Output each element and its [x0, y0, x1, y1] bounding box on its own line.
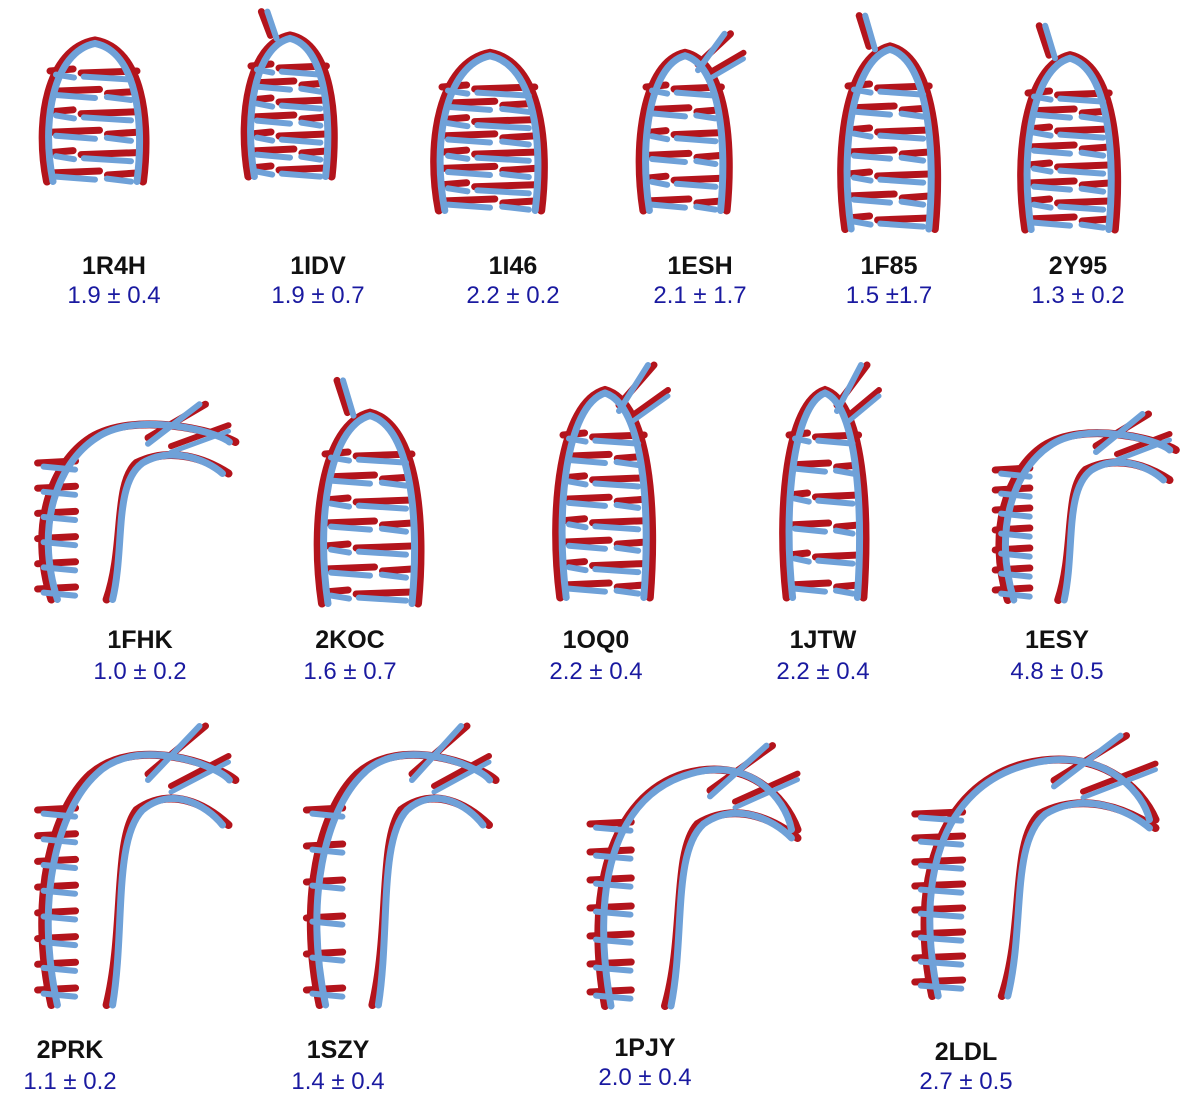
rna-hairpin-3d-model: [765, 360, 885, 610]
rna-hairpin-3d-model: [280, 720, 500, 1020]
model-structure-blue: [312, 726, 489, 1005]
pdb-id-label: 2PRK: [0, 1036, 170, 1064]
pdb-id-label: 1ESY: [957, 626, 1157, 654]
rmsd-value-label: 2.2 ± 0.4: [486, 658, 706, 686]
rmsd-value-label: 1.9 ± 0.7: [208, 282, 428, 310]
rmsd-value-label: 4.8 ± 0.5: [947, 658, 1167, 686]
rmsd-value-label: 1.5 ±1.7: [779, 282, 999, 310]
rmsd-value-label: 1.9 ± 0.4: [4, 282, 224, 310]
rmsd-value-label: 2.1 ± 1.7: [590, 282, 810, 310]
rna-hairpin-3d-model: [820, 20, 960, 240]
rmsd-value-label: 1.0 ± 0.2: [30, 658, 250, 686]
pdb-id-label: 1SZY: [238, 1036, 438, 1064]
rna-hairpin-3d-model: [410, 30, 570, 220]
pdb-id-label: 1FHK: [40, 626, 240, 654]
pdb-id-label: 1IDV: [218, 252, 418, 280]
rmsd-value-label: 1.6 ± 0.7: [240, 658, 460, 686]
rna-hairpin-3d-model: [10, 400, 240, 610]
rna-hairpin-3d-model: [295, 385, 445, 615]
pdb-id-label: 1R4H: [14, 252, 214, 280]
rmsd-value-label: 1.1 ± 0.2: [0, 1068, 180, 1096]
pdb-id-label: 1PJY: [545, 1034, 745, 1062]
pdb-id-label: 1JTW: [723, 626, 923, 654]
rmsd-value-label: 2.0 ± 0.4: [535, 1064, 755, 1092]
rna-hairpin-3d-model: [620, 30, 750, 220]
pdb-id-label: 1F85: [789, 252, 989, 280]
rna-hairpin-3d-model: [880, 730, 1170, 1010]
rmsd-value-label: 2.7 ± 0.5: [856, 1068, 1076, 1096]
pdb-id-label: 1I46: [413, 252, 613, 280]
model-structure-blue: [44, 404, 230, 599]
pdb-id-label: 2KOC: [250, 626, 450, 654]
rna-hairpin-3d-model: [970, 410, 1180, 610]
pdb-id-label: 1OQ0: [496, 626, 696, 654]
pdb-id-label: 2LDL: [866, 1038, 1066, 1066]
rna-hairpin-3d-model: [560, 740, 810, 1020]
rmsd-value-label: 1.3 ± 0.2: [968, 282, 1186, 310]
rna-hairpin-3d-model: [535, 360, 675, 610]
rna-hairpin-3d-model: [20, 20, 170, 190]
pdb-id-label: 1ESH: [600, 252, 800, 280]
rmsd-value-label: 2.2 ± 0.4: [713, 658, 933, 686]
rna-hairpin-3d-model: [1000, 30, 1140, 240]
rna-hairpin-3d-model: [225, 15, 355, 185]
pdb-id-label: 2Y95: [978, 252, 1178, 280]
rna-hairpin-3d-model: [10, 720, 240, 1020]
rmsd-value-label: 1.4 ± 0.4: [228, 1068, 448, 1096]
